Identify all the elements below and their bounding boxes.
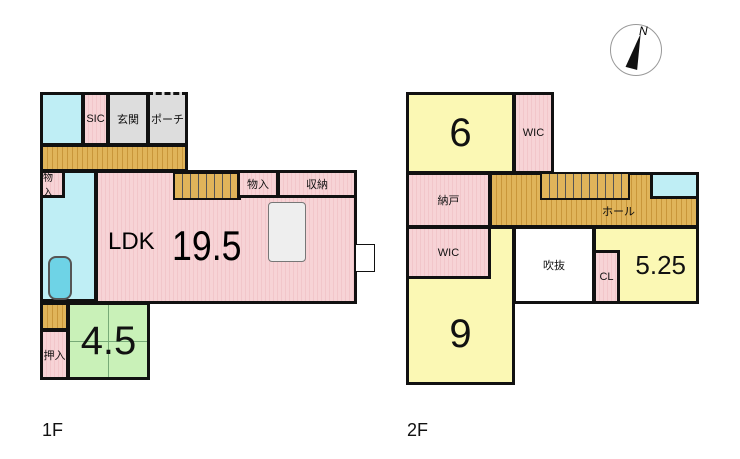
hallway-1f [40,144,188,172]
nando-label: 納戸 [437,195,460,207]
north-arrow-icon [625,33,641,70]
room-storage-1f: 物入 [40,170,65,199]
tatami-size: 4.5 [80,318,137,363]
fukinuke-label: 吹抜 [543,260,565,272]
floor-1f-label: 1F [42,420,64,440]
room525-size: 5.25 [635,249,686,280]
storage-label: 物入 [43,173,53,199]
stairs-1f [173,172,241,200]
room-storage-ldk: 物入 [237,170,279,198]
room-fukinuke: 吹抜 [513,226,595,304]
room-6: 6 [406,92,515,174]
compass-icon [610,24,662,76]
storage-ldk-label: 物入 [247,179,269,191]
room-wic-left: WIC [406,226,491,279]
closet-1f [40,302,69,331]
ldk-size: 19.5 [172,222,242,269]
toilet-2f [650,172,699,199]
wic-left-label: WIC [437,246,460,259]
toilet-1f [40,92,84,146]
room-nando: 納戸 [406,172,491,228]
room-cl: CL [593,250,620,304]
porch-label: ポーチ [151,114,184,126]
room-tatami: 4.5 [67,302,150,380]
bay-window [355,244,375,272]
wic-top-label: WIC [522,127,545,139]
room-genkan: 玄関 [107,92,149,146]
oshiire-label: 押入 [43,349,66,362]
shuno-label: 収納 [306,179,328,191]
room-shuno: 収納 [277,170,357,198]
room6-size: 6 [449,110,472,155]
room-sic: SIC [82,92,109,146]
bathtub-icon [48,256,72,300]
floor-2f-label: 2F [407,420,429,440]
room-oshiire: 押入 [40,329,69,380]
cl-label: CL [599,271,614,283]
kitchen-counter-icon [268,202,306,262]
genkan-label: 玄関 [117,114,139,126]
sic-label: SIC [86,113,105,125]
room-porch: ポーチ [147,92,188,146]
compass-north-label: N [639,24,648,38]
ldk-label: LDK [108,228,155,255]
hall-label: ホール [602,206,635,218]
room-wic-top: WIC [513,92,554,174]
stairs-2f [540,172,630,200]
room9-size: 9 [449,312,472,356]
